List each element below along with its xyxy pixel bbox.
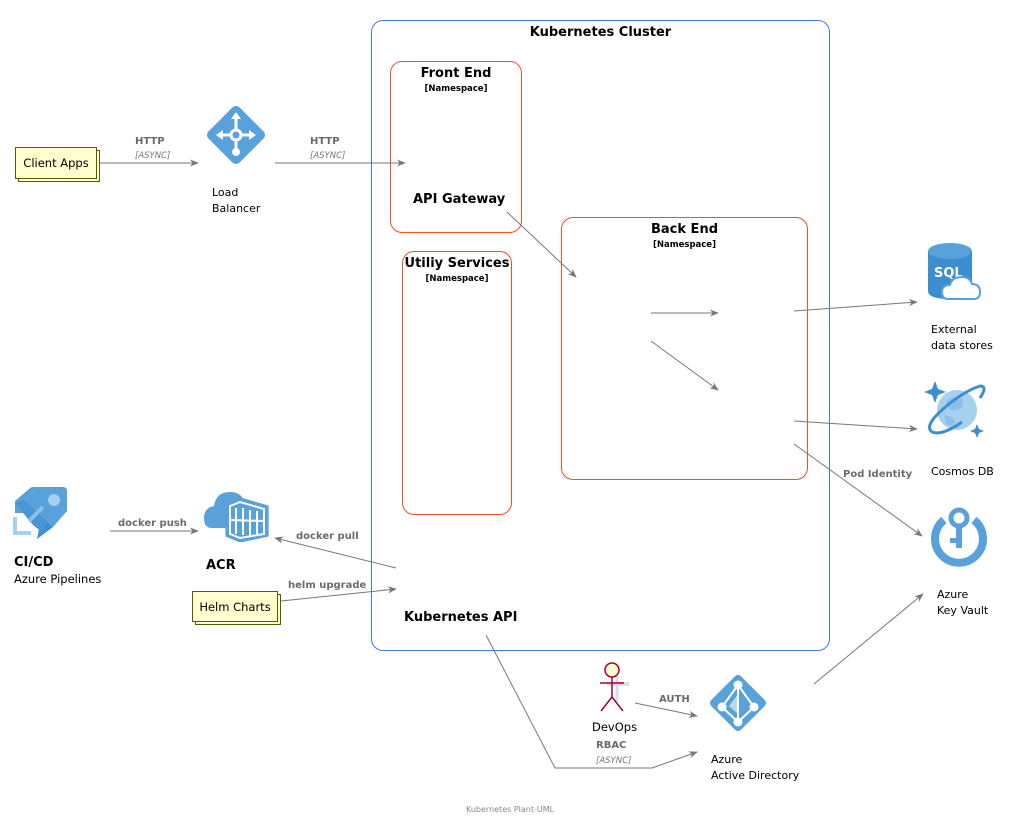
kubernetes-cluster-boundary: Kubernetes Cluster <box>371 20 830 651</box>
edge-label-http: HTTP <box>310 136 340 147</box>
namespace-title: Utiliy Services <box>404 256 510 271</box>
edge-label-rbac: RBAC <box>596 740 627 751</box>
edge-label-async: [ASYNC] <box>596 756 632 766</box>
edge-devops-auth <box>634 702 698 718</box>
edge-gateway-to-backend <box>506 211 577 278</box>
label-line: Load <box>212 186 239 199</box>
load-balancer-icon[interactable] <box>205 104 267 166</box>
api-gateway-node[interactable]: API Gateway <box>413 192 506 207</box>
edge-label-http: HTTP <box>135 136 165 147</box>
key-vault-icon[interactable] <box>930 506 988 568</box>
edge-label-async: [ASYNC] <box>310 151 346 161</box>
edge-label-async: [ASYNC] <box>135 151 171 161</box>
edge-label-docker-push: docker push <box>118 518 187 529</box>
label-line: data stores <box>931 339 993 352</box>
edge-backend-internal-2 <box>650 340 719 391</box>
namespace-subtitle: [Namespace] <box>424 84 488 94</box>
azure-pipelines-icon[interactable] <box>13 481 71 539</box>
cosmos-db-label: Cosmos DB <box>931 465 994 478</box>
load-balancer-label: Load Balancer <box>212 185 260 217</box>
label-line: Azure <box>711 753 743 766</box>
namespace-utility-services: Utiliy Services [Namespace] <box>402 251 512 515</box>
cosmos-db-icon[interactable] <box>922 378 988 444</box>
sql-database-icon[interactable]: SQL <box>924 241 984 303</box>
label-line: Key Vault <box>937 604 989 617</box>
namespace-back-end: Back End [Namespace] <box>561 217 808 480</box>
namespace-title: Back End <box>651 222 718 237</box>
active-directory-label: Azure Active Directory <box>711 752 799 784</box>
edge-to-external-data <box>793 299 918 312</box>
edge-label-pod-identity: Pod Identity <box>843 469 913 480</box>
cluster-title: Kubernetes Cluster <box>529 25 672 40</box>
devops-actor-icon[interactable] <box>597 661 633 717</box>
edge-to-cosmos <box>793 420 918 433</box>
namespace-front-end: Front End [Namespace] <box>390 61 522 233</box>
edge-pod-identity <box>793 443 923 537</box>
acr-label: ACR <box>206 558 236 573</box>
edge-label-docker-pull: docker pull <box>296 531 359 542</box>
helm-charts-node[interactable]: Helm Charts <box>192 591 278 622</box>
edge-rbac <box>485 634 698 769</box>
edge-aad-to-keyvault <box>813 593 924 685</box>
cicd-subtitle: Azure Pipelines <box>14 572 102 586</box>
container-registry-icon[interactable] <box>204 488 270 542</box>
label-line: External <box>931 323 977 336</box>
label-line: Azure <box>937 588 969 601</box>
cicd-title: CI/CD <box>14 555 54 570</box>
label-line: Active Directory <box>711 769 800 782</box>
label-line: Balancer <box>212 202 261 215</box>
devops-label: DevOps <box>592 720 638 734</box>
edge-api-to-acr <box>274 536 397 569</box>
namespace-subtitle: [Namespace] <box>653 240 716 250</box>
kubernetes-api-node[interactable]: Kubernetes API <box>404 610 518 625</box>
edge-label-auth: AUTH <box>659 694 690 705</box>
namespace-title: Front End <box>420 66 492 81</box>
client-apps-node[interactable]: Client Apps <box>15 147 97 179</box>
edge-label-helm-upgrade: helm upgrade <box>288 580 367 591</box>
edge-helm-to-api <box>280 586 397 602</box>
diagram-footer: Kubernetes Plant-UML <box>466 805 555 814</box>
active-directory-icon[interactable] <box>707 672 769 734</box>
external-data-stores-label: External data stores <box>931 322 993 354</box>
key-vault-label: Azure Key Vault <box>937 587 988 619</box>
namespace-subtitle: [Namespace] <box>425 274 489 284</box>
